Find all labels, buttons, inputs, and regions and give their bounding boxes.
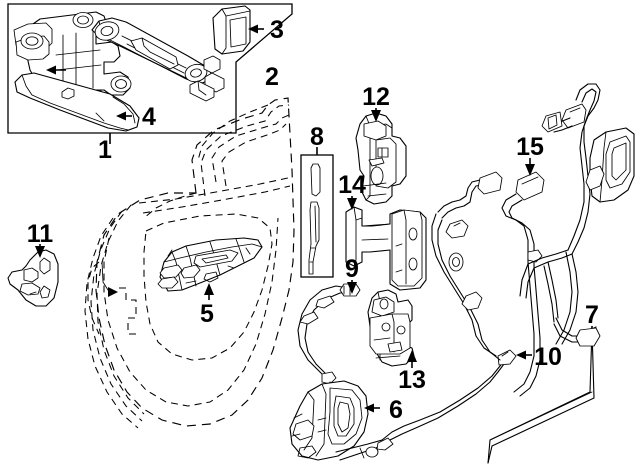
callout-10-leader bbox=[516, 350, 532, 360]
part-11-door-check-bushing bbox=[7, 249, 59, 307]
callout-label-3: 3 bbox=[270, 16, 284, 44]
callout-12-leader bbox=[371, 108, 381, 122]
door-shell-phantom-outline bbox=[84, 97, 295, 429]
callout-9-leader bbox=[347, 280, 357, 294]
callout-5-leader bbox=[204, 283, 214, 300]
handle-actuator-rod-sub-assembly bbox=[91, 17, 225, 102]
callout-label-6: 6 bbox=[389, 396, 403, 424]
part-5-window-regulator-motor bbox=[157, 237, 263, 292]
part-12-upper-door-hinge bbox=[355, 112, 407, 205]
part-10-lock-rod-connector bbox=[335, 349, 517, 461]
callout-2-leader bbox=[46, 65, 66, 75]
callout-label-10: 10 bbox=[534, 343, 562, 371]
callout-label-2: 2 bbox=[265, 63, 279, 91]
callout-label-13: 13 bbox=[398, 366, 426, 394]
callout-4-leader bbox=[116, 111, 132, 121]
door-wiring-harness-left-branch bbox=[431, 171, 503, 361]
callout-label-15: 15 bbox=[516, 133, 544, 161]
callout-label-14: 14 bbox=[338, 171, 366, 199]
callout-11-leader bbox=[35, 244, 45, 258]
handle-assembly-group-box bbox=[7, 3, 293, 134]
part-8-window-run-channel-group bbox=[300, 154, 334, 278]
part-13-lower-door-hinge bbox=[367, 289, 415, 367]
callout-label-7: 7 bbox=[585, 301, 599, 329]
door-wiring-harness-right-main bbox=[519, 83, 635, 347]
callout-6-leader bbox=[364, 403, 380, 413]
part-14-door-check-arm-strap bbox=[345, 206, 427, 291]
callout-14-leader bbox=[347, 196, 357, 210]
callout-label-4: 4 bbox=[142, 103, 156, 131]
callout-label-9: 9 bbox=[345, 255, 359, 283]
part-9-latch-release-cable bbox=[297, 283, 361, 430]
callout-number-labels: 1 2 3 4 5 6 7 8 9 10 11 12 13 14 15 bbox=[27, 16, 599, 424]
part-4-outside-door-handle bbox=[14, 72, 140, 132]
callout-label-11: 11 bbox=[27, 220, 54, 248]
callout-15-leader bbox=[525, 158, 535, 176]
callout-3-leader bbox=[248, 24, 264, 34]
callout-label-5: 5 bbox=[200, 300, 214, 328]
door-wiring-harness-center-branch bbox=[501, 171, 545, 397]
callout-label-1: 1 bbox=[98, 136, 112, 164]
part-6-door-latch-assembly bbox=[289, 380, 369, 461]
part-3-handle-end-cap-cover bbox=[212, 5, 251, 55]
callout-13-leader bbox=[407, 350, 417, 368]
callout-label-8: 8 bbox=[310, 123, 324, 151]
callout-label-12: 12 bbox=[362, 83, 390, 111]
